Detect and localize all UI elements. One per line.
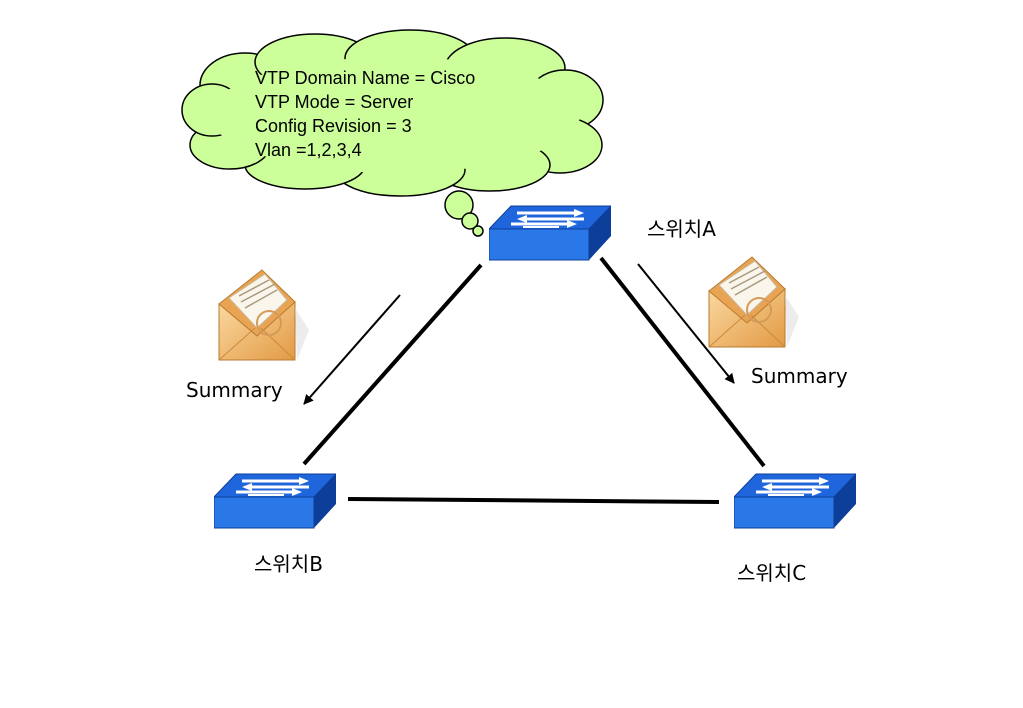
link-a-c [599, 256, 766, 468]
vlan-list: Vlan =1,2,3,4 [255, 140, 362, 160]
switch-b-icon [214, 472, 336, 530]
switch-a-label: 스위치A [647, 217, 716, 241]
summary-arrow-left [303, 294, 401, 405]
vtp-mode: VTP Mode = Server [255, 92, 414, 112]
summary-envelope-right-icon [708, 256, 800, 348]
link-a-b [302, 263, 483, 466]
config-revision: Config Revision = 3 [255, 116, 412, 136]
switch-c-label: 스위치C [737, 561, 807, 585]
switch-b-label: 스위치B [254, 552, 323, 576]
thought-bubble-large [444, 190, 474, 220]
link-b-c [347, 497, 720, 504]
summary-label-left: Summary [186, 378, 283, 402]
switch-a-icon [489, 204, 611, 262]
vtp-info-text: VTP Domain Name = Cisco VTP Mode = Serve… [255, 66, 475, 162]
switch-c-icon [734, 472, 856, 530]
summary-arrow-right [637, 263, 735, 384]
vtp-domain-name: VTP Domain Name = Cisco [255, 68, 476, 88]
thought-cloud [181, 29, 604, 237]
thought-bubble-small [472, 225, 484, 237]
thought-bubble-medium [461, 212, 479, 230]
summary-label-right: Summary [751, 364, 848, 388]
summary-envelope-left-icon [218, 269, 310, 361]
